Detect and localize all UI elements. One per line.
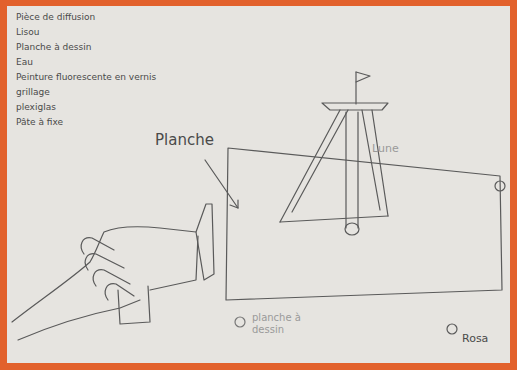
list-item: grillage [16,87,50,97]
list-item: Pâte à fixe [16,117,63,127]
torch-body [150,236,198,290]
list-item: Eau [16,57,33,67]
lamp-flag [356,72,370,82]
list-item: Planche à dessin [16,42,91,52]
hand-finger [81,238,114,254]
hand-outline [12,227,196,322]
hand-finger [85,254,124,270]
list-item: Peinture fluorescente en vernis [16,72,156,82]
lamp-inner [292,110,380,212]
hand-thumb [118,286,150,324]
board-hole [447,324,457,334]
part-label: Rosa [462,333,488,346]
list-item: Lisou [16,27,39,37]
leader-line [205,160,238,208]
lamp-cone [280,110,388,222]
board-hole [495,181,505,191]
board-hole [235,317,245,327]
torch-head [196,204,214,280]
hand-outline [18,300,140,340]
lamp-top [322,103,388,110]
board-outline [226,148,502,300]
part-label: planche à dessin [252,312,322,335]
lamp-base [280,216,388,222]
part-label: Planche [155,132,214,149]
list-item: plexiglas [16,102,56,112]
lamp-pole [346,112,358,228]
paper-sheet [7,6,510,363]
arrow-head [230,200,238,208]
lamp-foot [345,223,359,235]
hand-finger [105,284,134,300]
list-item: Pièce de diffusion [16,12,95,22]
lamp-mast [355,72,356,104]
part-label: Lune [372,143,399,156]
